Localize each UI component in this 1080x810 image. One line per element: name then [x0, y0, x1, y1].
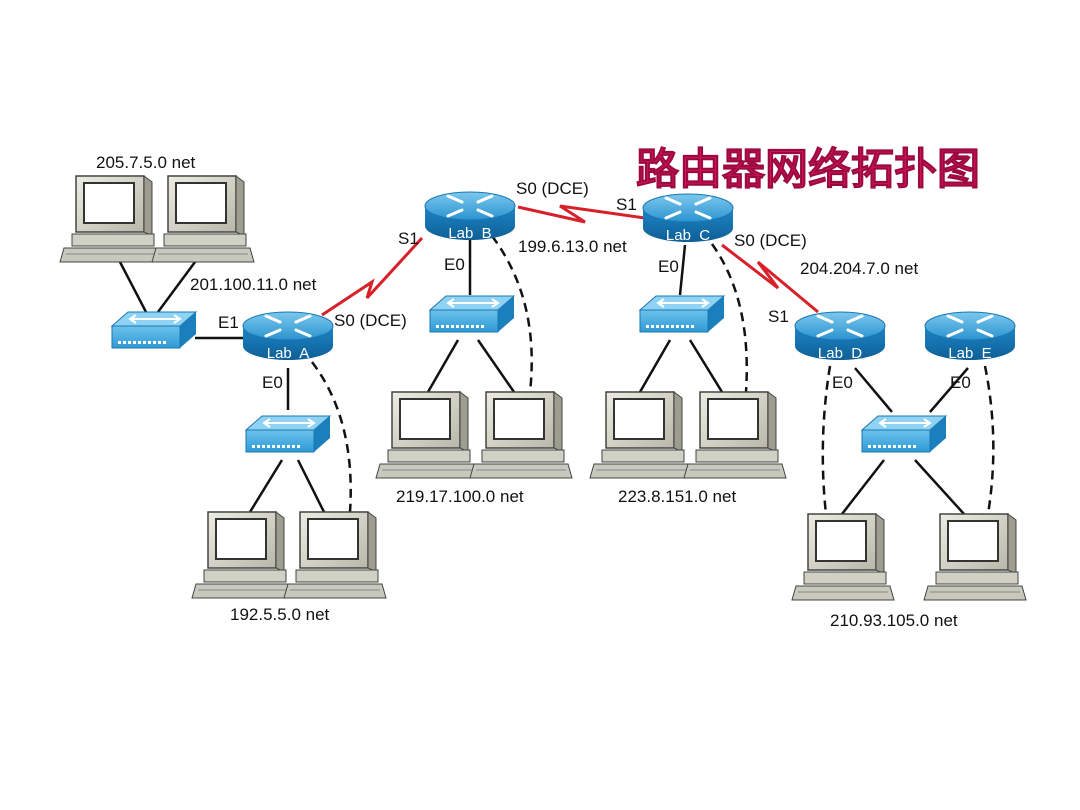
switch-icon [245, 415, 331, 453]
network-label-205: 205.7.5.0 net [96, 153, 196, 172]
router-lab-a-label: Lab A [267, 345, 310, 362]
computer-icon [923, 513, 1027, 601]
serial-link-c-d [721, 243, 819, 314]
interface-label-b-s1: S1 [398, 229, 419, 248]
interface-label-c-e0: E0 [658, 257, 679, 276]
router-lab-b-label: Lab B [448, 225, 491, 242]
computer-icon [59, 175, 163, 263]
router-lab-e: Lab E [923, 310, 1017, 362]
computer-icon [191, 511, 295, 599]
ethernet-cables [118, 240, 969, 515]
computer-icon [683, 391, 787, 479]
interface-label-c-s1: S1 [616, 195, 637, 214]
router-lab-b: Lab B [423, 190, 517, 242]
router-lab-d-label: Lab D [818, 345, 862, 362]
network-label-192: 192.5.5.0 net [230, 605, 330, 624]
switch-icon [111, 311, 197, 349]
interface-label-c-s0: S0 (DCE) [734, 231, 807, 250]
network-label-199: 199.6.13.0 net [518, 237, 627, 256]
computer-icon [469, 391, 573, 479]
computer-icon [589, 391, 693, 479]
computer-icon [151, 175, 255, 263]
network-label-210: 210.93.105.0 net [830, 611, 958, 630]
network-label-201: 201.100.11.0 net [190, 275, 317, 294]
interface-label-a-e1: E1 [218, 313, 239, 332]
diagram-title: 路由器网络拓扑图 [636, 145, 980, 195]
switch-icon [429, 295, 515, 333]
interface-label-d-s1: S1 [768, 307, 789, 326]
computer-icon [375, 391, 479, 479]
computer-icon [283, 511, 387, 599]
interface-label-b-e0: E0 [444, 255, 465, 274]
network-label-204: 204.204.7.0 net [800, 259, 918, 278]
interface-label-e-e0: E0 [950, 373, 971, 392]
computer-icon [791, 513, 895, 601]
router-lab-a: Lab A [241, 310, 335, 362]
network-label-219: 219.17.100.0 net [396, 487, 524, 506]
switch-icon [861, 415, 947, 453]
interface-label-a-e0: E0 [262, 373, 283, 392]
switch-icon [639, 295, 725, 333]
interface-label-d-e0: E0 [832, 373, 853, 392]
router-lab-d: Lab D [793, 310, 887, 362]
network-label-223: 223.8.151.0 net [618, 487, 736, 506]
dashed-cables [311, 235, 995, 515]
interface-label-a-s0: S0 (DCE) [334, 311, 407, 330]
router-lab-e-label: Lab E [948, 345, 991, 362]
router-lab-c: Lab C [641, 192, 735, 244]
interface-label-b-s0: S0 (DCE) [516, 179, 589, 198]
serial-link-a-b [321, 236, 424, 317]
router-lab-c-label: Lab C [666, 227, 710, 244]
serial-link-b-c [517, 204, 646, 224]
